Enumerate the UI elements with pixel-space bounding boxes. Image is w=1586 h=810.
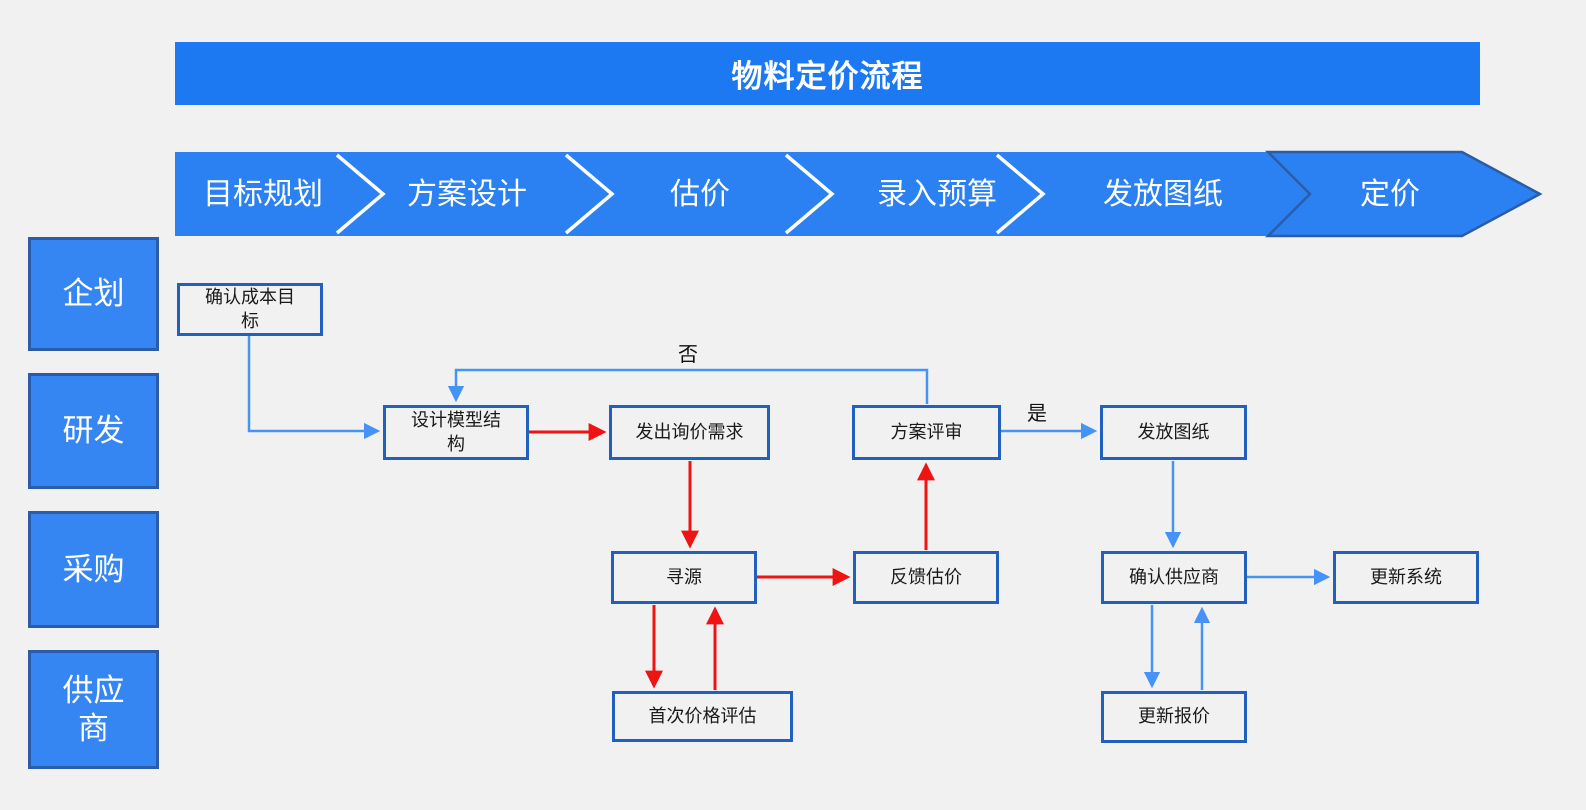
node-design-model: 设计模型结 构 — [383, 405, 529, 460]
edge-confirm-cost-to-design-model — [247, 336, 381, 440]
chevron-separator — [564, 153, 615, 235]
node-proposal-review: 方案评审 — [852, 405, 1001, 460]
process-strip-band — [175, 152, 1462, 236]
chevron-separator — [995, 153, 1046, 235]
node-confirm-cost-target: 确认成本目 标 — [177, 283, 323, 336]
stage-label-scheme-design: 方案设计 — [407, 178, 527, 211]
edge-label-yes: 是 — [1027, 403, 1047, 425]
stage-label-goal-planning: 目标规划 — [203, 178, 323, 211]
stage-label-pricing: 定价 — [1360, 178, 1420, 211]
stage-label-release-drawings: 发放图纸 — [1103, 178, 1223, 211]
stage-label-estimation: 估价 — [670, 178, 730, 211]
node-send-inquiry: 发出询价需求 — [609, 405, 770, 460]
chevron-separator — [784, 153, 835, 235]
stage-label-enter-budget: 录入预算 — [877, 178, 997, 211]
edge-label-no: 否 — [678, 344, 698, 366]
node-release-drawings: 发放图纸 — [1100, 405, 1247, 460]
node-first-price-eval: 首次价格评估 — [612, 691, 793, 742]
node-update-system: 更新系统 — [1333, 551, 1479, 604]
node-feedback-estimate: 反馈估价 — [853, 551, 999, 604]
lane-label-planning: 企划 — [28, 237, 159, 351]
stage-arrow-pricing — [1264, 150, 1543, 238]
lane-label-procurement: 采购 — [28, 511, 159, 628]
node-confirm-supplier: 确认供应商 — [1101, 551, 1247, 604]
lane-label-supplier: 供应 商 — [28, 650, 159, 769]
edge-proposal-review-no-to-design-model — [447, 368, 929, 404]
lane-label-rnd: 研发 — [28, 373, 159, 489]
page-title: 物料定价流程 — [175, 42, 1480, 105]
node-sourcing: 寻源 — [611, 551, 757, 604]
node-update-quote: 更新报价 — [1101, 691, 1247, 743]
chevron-separator — [335, 153, 386, 235]
